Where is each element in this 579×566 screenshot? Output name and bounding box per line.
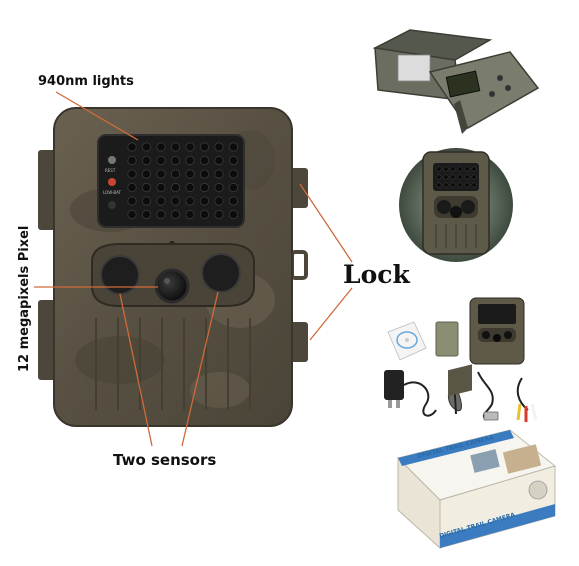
ir-led xyxy=(228,196,239,206)
inset-ir-led xyxy=(464,174,470,180)
pointer-lines xyxy=(34,91,353,447)
inset-ir-led xyxy=(450,166,456,172)
ir-led xyxy=(214,142,224,152)
inset-ir-led xyxy=(443,182,449,188)
inset-ir-led xyxy=(471,166,477,172)
inset-ir-led xyxy=(471,182,477,188)
ir-led xyxy=(156,209,166,220)
ir-sensor-dot xyxy=(108,201,116,209)
av-cable-icon xyxy=(516,377,538,422)
power-adapter-icon xyxy=(384,370,437,417)
ir-led xyxy=(214,196,224,206)
lock-latch-top xyxy=(290,168,308,208)
ir-led xyxy=(156,196,166,206)
ir-led xyxy=(185,182,195,193)
ir-led xyxy=(127,196,137,206)
ir-led xyxy=(214,182,224,193)
ir-led xyxy=(127,155,137,166)
ir-led xyxy=(199,209,210,220)
ir-led xyxy=(156,155,166,166)
inset-ir-led xyxy=(457,182,463,188)
ir-led xyxy=(214,169,224,179)
ir-led xyxy=(228,155,239,166)
ir-led xyxy=(199,169,210,179)
ir-led xyxy=(141,142,152,152)
camera-lens xyxy=(154,268,190,304)
pir-sensor-left xyxy=(100,255,140,295)
ir-led xyxy=(170,169,181,179)
left-hinge-bottom xyxy=(38,300,56,380)
ir-led xyxy=(228,209,239,220)
ir-led xyxy=(214,155,224,166)
left-hinge-top xyxy=(38,150,56,230)
ir-led xyxy=(170,155,181,166)
ir-led xyxy=(127,169,137,179)
inset-ir-led xyxy=(450,182,456,188)
ir-led xyxy=(185,196,195,206)
inset-ir-led xyxy=(450,174,456,180)
inset-ir-led xyxy=(436,166,442,172)
ir-led xyxy=(199,142,210,152)
inset-ir-led xyxy=(471,174,477,180)
ir-led xyxy=(199,182,210,193)
main-camera: REST LOW-BAT xyxy=(38,107,308,427)
low-bat-indicator xyxy=(108,178,116,186)
reset-indicator xyxy=(108,156,116,164)
accessories xyxy=(384,297,538,422)
ir-led xyxy=(185,142,195,152)
pir-sensor-right xyxy=(201,253,241,293)
ir-led xyxy=(141,182,152,193)
ir-led xyxy=(127,142,137,152)
ir-led xyxy=(228,142,239,152)
inset-ir-led xyxy=(464,166,470,172)
open-camera-photo xyxy=(372,29,540,134)
ir-led xyxy=(141,155,152,166)
retail-box: DIGITAL TRAIL CAMERA DIGITAL TRAIL CAMER… xyxy=(397,364,557,550)
ir-led xyxy=(170,142,181,152)
ir-led xyxy=(170,182,181,193)
ir-led xyxy=(141,169,152,179)
cd-disc-icon xyxy=(387,321,427,361)
usb-cable-icon xyxy=(477,371,499,421)
label-lock: Lock xyxy=(343,260,410,289)
ir-led xyxy=(185,209,195,220)
ir-led xyxy=(127,209,137,220)
ir-led xyxy=(156,169,166,179)
inset-ir-led xyxy=(443,166,449,172)
inset-ir-led xyxy=(436,182,442,188)
lock-latch-bottom xyxy=(290,322,308,362)
low-bat-label: LOW-BAT xyxy=(103,190,121,195)
ir-led xyxy=(199,196,210,206)
ir-led xyxy=(141,209,152,220)
battery-pack xyxy=(435,321,459,357)
ir-led xyxy=(228,169,239,179)
ir-led xyxy=(228,182,239,193)
inset-ir-led xyxy=(457,174,463,180)
reset-label: REST xyxy=(105,168,116,173)
ir-led-grid xyxy=(127,142,239,220)
field-camera-inset xyxy=(399,148,513,262)
label-940nm-lights: 940nm lights xyxy=(38,74,134,89)
ir-led xyxy=(199,155,210,166)
ir-led xyxy=(156,142,166,152)
inset-ir-led xyxy=(443,174,449,180)
ir-led xyxy=(170,196,181,206)
inset-ir-led xyxy=(457,166,463,172)
ir-led xyxy=(170,209,181,220)
small-camera xyxy=(469,297,525,365)
inset-ir-led xyxy=(464,182,470,188)
ir-led xyxy=(156,182,166,193)
strap-loop xyxy=(290,250,308,280)
ir-led xyxy=(141,196,152,206)
ir-led xyxy=(185,155,195,166)
body-ribs xyxy=(95,318,251,410)
inset-ir-led xyxy=(436,174,442,180)
ir-led xyxy=(185,169,195,179)
label-two-sensors: Two sensors xyxy=(113,451,217,469)
label-megapixels: 12 megapixels Pixel xyxy=(17,225,32,372)
ir-led xyxy=(214,209,224,220)
ir-led xyxy=(127,182,137,193)
